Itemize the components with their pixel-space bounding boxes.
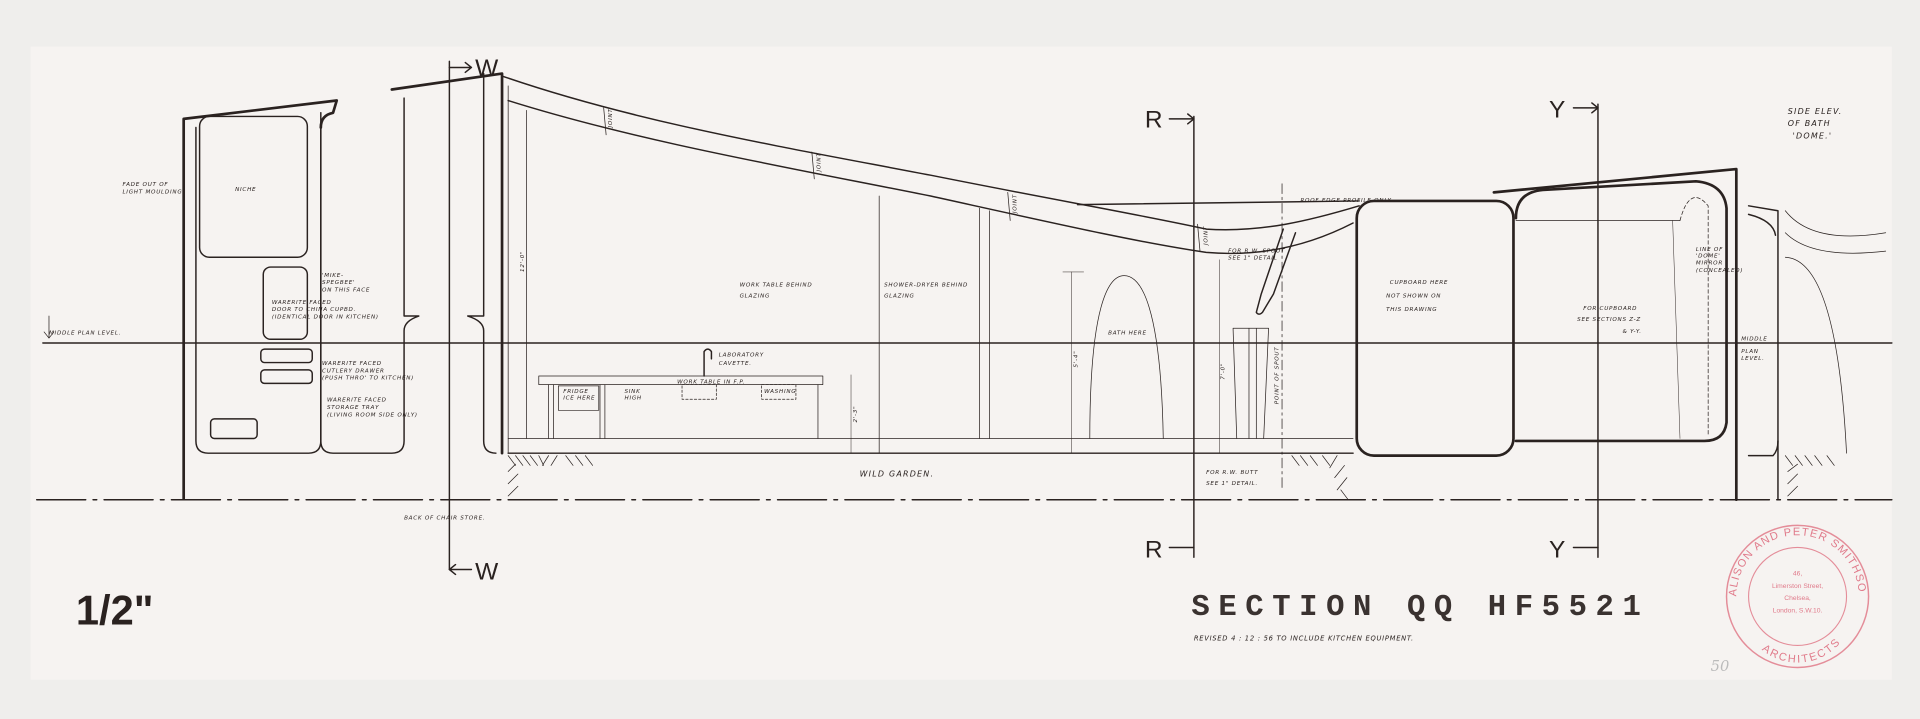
dimension-label: 7'-0"	[1220, 363, 1226, 380]
tap-note: CAVETTE.	[719, 361, 752, 367]
tray-note: STORAGE TRAY	[327, 405, 379, 411]
door-note: DOOR TO CHINA CUPBD.	[272, 307, 356, 313]
section-mark-w-bottom: W	[475, 558, 499, 585]
china-cupboard-door	[262, 266, 309, 341]
middle-plan-level-label: LEVEL.	[1741, 356, 1764, 362]
work-table-in-note: WORK TABLE IN F.P.	[677, 379, 745, 385]
dimension-label: 5'-4"	[1074, 350, 1080, 367]
scale-label: 1/2"	[76, 587, 154, 634]
dome-line-note: (CONCEALED)	[1696, 268, 1743, 274]
stamp-address: London, S.W.10.	[1773, 607, 1823, 614]
ground-hatching	[507, 455, 1835, 501]
rw-butt-note: SEE 1" DETAIL.	[1206, 481, 1258, 487]
cutlery-drawer	[260, 369, 313, 385]
spout-note: POINT OF SPOUT	[1274, 347, 1280, 405]
door-note: WARERITE FACED	[272, 300, 332, 306]
section-mark-y-top: Y	[1549, 97, 1565, 124]
sink-note: SINK	[624, 389, 641, 395]
shower-note: GLAZING	[884, 294, 915, 300]
left-storage-wall	[182, 72, 527, 500]
drawing-title: SECTION QQ HF5521	[1191, 591, 1649, 625]
rw-spout-note: FOR R.W. SPOUT	[1228, 248, 1285, 254]
door-note: (IDENTICAL DOOR IN KITCHEN)	[272, 314, 379, 320]
section-mark-r-bottom: R	[1145, 536, 1163, 563]
drawer-note: (PUSH THRO' TO KITCHEN)	[322, 376, 414, 382]
pencil-number: 50	[1711, 658, 1730, 675]
dimension-label: 12'-0"	[520, 251, 526, 272]
tap-note: LABORATORY	[719, 352, 764, 358]
side-elev-label: 'DOME.'	[1793, 131, 1833, 140]
chair-store-note: BACK OF CHAIR STORE.	[404, 515, 485, 521]
kitchen-equipment	[538, 195, 990, 454]
niche-label: NICHE	[235, 187, 256, 193]
mike-spegbee-note: ON THIS FACE	[322, 288, 370, 294]
fade-out-note: LIGHT MOULDING	[122, 190, 182, 196]
cupboard-note: NOT SHOWN ON	[1386, 294, 1441, 300]
stamp-address: Limerston Street,	[1772, 583, 1823, 590]
dome-line-note: LINE OF	[1696, 247, 1723, 253]
fridge-note: FRIDGE	[563, 389, 588, 395]
roof-profile	[501, 75, 1360, 315]
sink-note: HIGH	[624, 395, 641, 401]
for-cupboard-note: FOR CUPBOARD	[1583, 306, 1637, 312]
tray-note: (LIVING ROOM SIDE ONLY)	[327, 412, 418, 418]
bath-area	[1062, 167, 1887, 502]
section-markers: W W R R Y Y	[448, 55, 1599, 585]
washing-note: WASHING	[764, 389, 796, 395]
joint-note: JOINT	[1203, 226, 1209, 246]
paper-sheet	[30, 46, 1892, 680]
section-mark-w-top: W	[475, 55, 499, 82]
dimension-label: 2'-3"	[853, 406, 859, 423]
section-mark-y-bottom: Y	[1549, 536, 1565, 563]
dome-line-note: MIRROR	[1696, 261, 1723, 267]
level-arrow-icon	[43, 315, 55, 339]
rw-butt-note: FOR R.W. BUTT	[1206, 470, 1258, 476]
tray-note: WARERITE FACED	[327, 398, 387, 404]
rw-spout-note: SEE 1" DETAIL	[1228, 256, 1277, 262]
cupboard-note: THIS DRAWING	[1386, 307, 1437, 313]
joint-note: JOINT	[816, 152, 822, 172]
stamp-address: Chelsea,	[1784, 595, 1811, 602]
work-table-note: WORK TABLE BEHIND	[740, 283, 813, 289]
cupboard-note: CUPBOARD HERE	[1390, 280, 1448, 286]
stamp-address: 46,	[1793, 571, 1802, 578]
side-elev-label: OF BATH	[1788, 119, 1831, 128]
mike-spegbee-note: SPEGBEE'	[322, 280, 355, 286]
fade-out-note: FADE OUT OF	[122, 182, 168, 188]
laboratory-tap	[703, 348, 713, 377]
for-cupboard-note: & Y-Y.	[1622, 329, 1641, 335]
section-mark-r-top: R	[1145, 106, 1163, 133]
storage-tray	[209, 418, 258, 440]
joint-note: JOINT	[608, 108, 614, 128]
middle-plan-level-label: MIDDLE	[1741, 337, 1767, 343]
cupboard-block	[1355, 199, 1515, 457]
bath-here-note: BATH HERE	[1108, 330, 1147, 336]
joint-note: JOINT	[1012, 194, 1018, 214]
fridge-note: ICE HERE	[563, 395, 595, 401]
shower-note: SHOWER-DRYER BEHIND	[884, 283, 968, 289]
drawer-note: CUTLERY DRAWER	[322, 368, 385, 374]
work-table-top	[538, 375, 824, 385]
drawer-note: WARERITE FACED	[322, 361, 382, 367]
mike-spegbee-note: 'MIKE-	[322, 273, 344, 279]
datum-lines	[36, 183, 1893, 501]
dome-line-note: 'DOME'	[1696, 253, 1721, 259]
work-table-note: GLAZING	[740, 294, 771, 300]
revision-note: REVISED 4 : 12 : 56 TO INCLUDE KITCHEN E…	[1194, 635, 1414, 643]
middle-plan-level-label: PLAN	[1741, 349, 1759, 355]
wild-garden-label: WILD GARDEN.	[860, 469, 935, 478]
roof-edge-note: ROOF EDGE PROFILE ONLY	[1300, 198, 1391, 204]
cutlery-drawer	[260, 348, 313, 364]
annotations: SIDE ELEV. OF BATH 'DOME.' MIDDLE PLAN L…	[49, 107, 1843, 521]
middle-plan-level-label: MIDDLE PLAN LEVEL.	[49, 330, 121, 336]
side-elev-label: SIDE ELEV.	[1788, 107, 1843, 116]
for-cupboard-note: SEE SECTIONS Z-Z	[1577, 317, 1641, 323]
